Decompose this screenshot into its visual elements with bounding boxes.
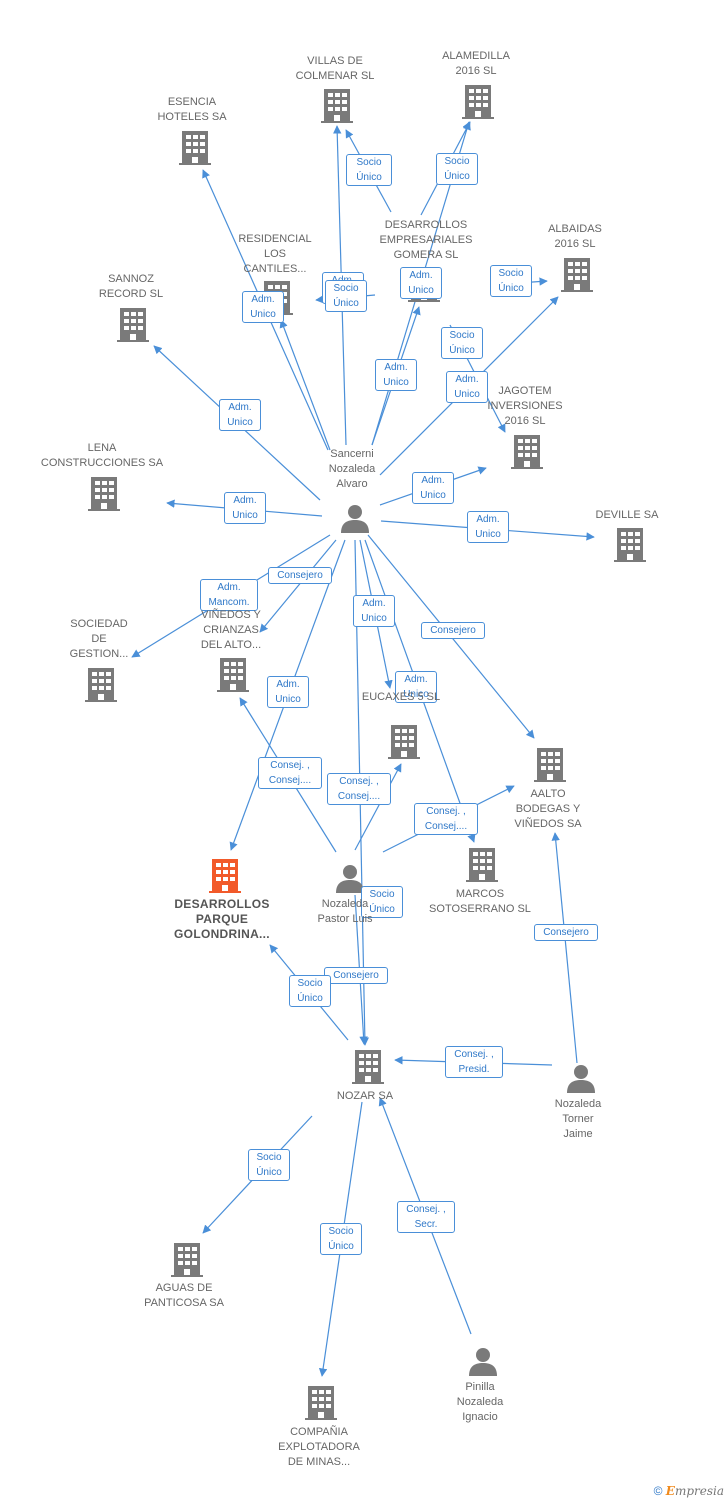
node-label-deville[interactable]: DEVILLE SA xyxy=(595,509,659,521)
edge-label: Consejero xyxy=(534,923,598,941)
node-label-albaidas[interactable]: ALBAIDAS 2016 SL xyxy=(548,223,602,250)
edge-label: Socio Único xyxy=(346,154,392,186)
edge-label: Adm. Unico xyxy=(467,511,509,543)
node-label-lena[interactable]: LENA CONSTRUCCIONES SA xyxy=(40,442,164,469)
edge-label: Adm. Unico xyxy=(267,676,309,708)
building-icon[interactable] xyxy=(462,85,494,119)
building-icon[interactable] xyxy=(171,1243,203,1277)
node-label-alvaro[interactable]: Sancerni Nozaleda Alvaro xyxy=(328,448,376,490)
person-icon[interactable] xyxy=(336,865,364,893)
edge-label: Consejero xyxy=(421,621,485,639)
edge-label: Consej. , Secr. xyxy=(397,1201,455,1233)
node-label-jaime[interactable]: Nozaleda Torner Jaime xyxy=(554,1098,602,1140)
node-label-compania[interactable]: COMPAÑIA EXPLOTADORA DE MINAS... xyxy=(278,1426,360,1468)
edge-label: Consejero xyxy=(324,966,388,984)
node-label-alamedilla[interactable]: ALAMEDILLA 2016 SL xyxy=(442,50,510,77)
person-icon[interactable] xyxy=(341,505,369,533)
node-label-vinedos[interactable]: VIÑEDOS Y CRIANZAS DEL ALTO... xyxy=(200,609,262,651)
building-icon[interactable] xyxy=(88,477,120,511)
copyright-icon: © xyxy=(653,1484,663,1498)
building-icon[interactable] xyxy=(388,725,420,759)
building-icon[interactable] xyxy=(179,131,211,165)
node-label-nozar[interactable]: NOZAR SA xyxy=(336,1090,394,1102)
building-icon[interactable] xyxy=(511,435,543,469)
empresia-logo: Empresia xyxy=(665,1484,724,1498)
node-label-golondrina[interactable]: DESARROLLOS PARQUE GOLONDRINA... xyxy=(174,897,270,941)
node-label-sociedad[interactable]: SOCIEDAD DE GESTION... xyxy=(69,618,129,660)
edge-label: Socio Único xyxy=(325,280,367,312)
footer-brand: © Empresia xyxy=(654,1484,724,1498)
edge-label: Adm. Unico xyxy=(242,291,284,323)
building-icon[interactable] xyxy=(534,748,566,782)
edge-label: Socio Único xyxy=(490,265,532,297)
node-label-aguas[interactable]: AGUAS DE PANTICOSA SA xyxy=(144,1282,224,1309)
building-icon[interactable] xyxy=(352,1050,384,1084)
node-label-villas[interactable]: VILLAS DE COLMENAR SL xyxy=(295,55,375,82)
edge-label: Adm. Unico xyxy=(400,267,442,299)
edge-label: Adm. Unico xyxy=(375,359,417,391)
edge-label: Socio Único xyxy=(361,886,403,918)
building-icon[interactable] xyxy=(85,668,117,702)
node-label-residencial[interactable]: RESIDENCIAL LOS CANTILES... xyxy=(238,233,312,275)
node-label-gomera[interactable]: DESARROLLOS EMPRESARIALES GOMERA SL xyxy=(379,219,473,261)
person-icon[interactable] xyxy=(567,1065,595,1093)
building-icon[interactable] xyxy=(321,89,353,123)
edge-label: Adm. Unico xyxy=(224,492,266,524)
edge-alvaro-vinedos xyxy=(259,539,337,633)
node-label-luis[interactable]: Nozaleda Pastor Luis xyxy=(317,898,373,925)
edge-label: Adm. Unico xyxy=(395,671,437,703)
person-icon[interactable] xyxy=(469,1348,497,1376)
edge-label: Adm. Unico xyxy=(219,399,261,431)
edge-label: Socio Único xyxy=(320,1223,362,1255)
edge-label: Socio Único xyxy=(441,327,483,359)
node-label-aalto[interactable]: AALTO BODEGAS Y VIÑEDOS SA xyxy=(514,788,582,830)
edge-label: Consej. , Presid. xyxy=(445,1046,503,1078)
node-label-ignacio[interactable]: Pinilla Nozaleda Ignacio xyxy=(456,1381,504,1423)
edge-label: Adm. Unico xyxy=(412,472,454,504)
edge-label: Consej. , Consej.... xyxy=(414,803,478,835)
building-icon[interactable] xyxy=(305,1386,337,1420)
node-label-eucaxes[interactable]: EUCAXES 5 SL xyxy=(361,691,441,703)
edge-label: Consej. , Consej.... xyxy=(258,757,322,789)
edge-label: Adm. Unico xyxy=(353,595,395,627)
edge-label: Socio Único xyxy=(289,975,331,1007)
node-label-marcos[interactable]: MARCOS SOTOSERRANO SL xyxy=(429,888,531,915)
building-icon[interactable] xyxy=(466,848,498,882)
node-label-esencia[interactable]: ESENCIA HOTELES SA xyxy=(157,96,227,123)
edge-label: Socio Único xyxy=(248,1149,290,1181)
edge-label: Consej. , Consej.... xyxy=(327,773,391,805)
node-label-jagotem[interactable]: JAGOTEM INVERSIONES 2016 SL xyxy=(487,385,563,427)
building-icon[interactable] xyxy=(117,308,149,342)
edge-label: Consejero xyxy=(268,566,332,584)
building-icon[interactable] xyxy=(561,258,593,292)
edge-luis-eucaxes xyxy=(354,763,402,851)
edge-label: Socio Único xyxy=(436,153,478,185)
edge-label: Adm. Unico xyxy=(446,371,488,403)
building-icon[interactable] xyxy=(614,528,646,562)
edge-label: Adm. Mancom. xyxy=(200,579,258,611)
edge-alvaro-residencial xyxy=(279,319,331,451)
building-icon[interactable] xyxy=(217,658,249,692)
node-label-sannoz[interactable]: SANNOZ RECORD SL xyxy=(98,273,164,300)
building-icon[interactable] xyxy=(209,859,241,893)
edge-jaime-aalto xyxy=(551,832,578,1064)
